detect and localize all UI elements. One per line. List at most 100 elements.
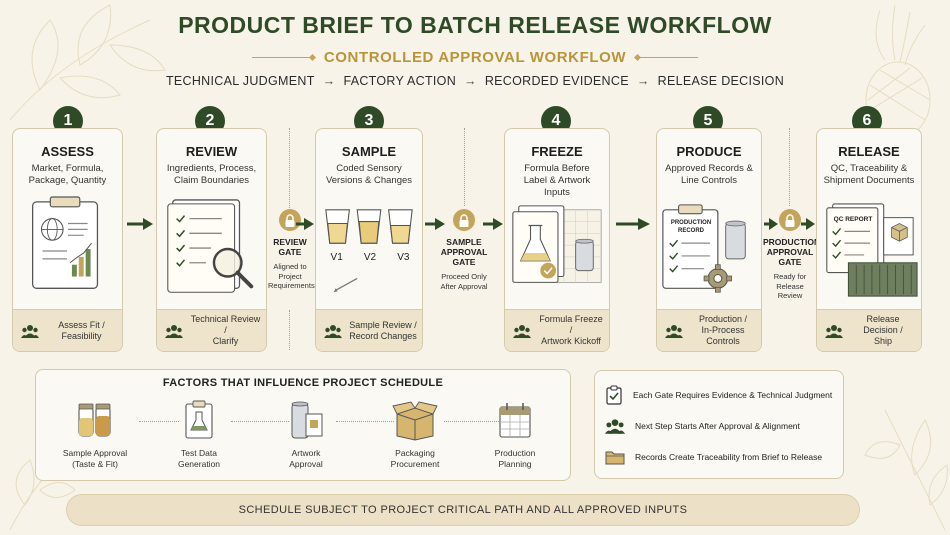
step-footer-text: Production / In-Process Controls	[689, 314, 761, 347]
factor-label-line: Production	[494, 448, 536, 458]
step-title: REVIEW	[185, 144, 238, 159]
factor-sample-approval: Sample Approval (Taste & Fit)	[50, 398, 140, 470]
production-record-icon	[662, 204, 746, 293]
gate-title-line: GATE	[778, 257, 802, 267]
step-footer-text: Sample Review / Record Changes	[348, 320, 422, 342]
step-footer-line: Clarify	[212, 336, 239, 346]
factor-label: Sample Approval (Taste & Fit)	[50, 448, 140, 470]
factor-production-planning: Production Planning	[470, 398, 560, 470]
step-card-assess: ASSESS Market, Formula, Package, Quantit…	[12, 128, 123, 352]
production-record-label: PRODUCTION RECORD	[663, 220, 719, 235]
factor-label: Artwork Approval	[261, 448, 351, 470]
step-description: Coded Sensory Versions & Changes	[316, 163, 422, 187]
flow-item-recorded-evidence: RECORDED EVIDENCE	[484, 74, 629, 88]
step-card-freeze: FREEZE Formula Before Label & Artwork In…	[504, 128, 610, 352]
factor-label: Packaging Procurement	[370, 448, 460, 470]
arrow-right-icon	[764, 218, 778, 230]
step-card-review: REVIEW Ingredients, Process, Claim Bound…	[156, 128, 267, 352]
gate-divider	[289, 310, 290, 350]
sample-version-label: V1	[330, 252, 343, 263]
step-footer-line: Technical Review /	[190, 314, 261, 335]
step-title: RELEASE	[838, 144, 900, 159]
step-footer: Assess Fit / Feasibility	[13, 309, 122, 351]
team-icon	[513, 324, 531, 338]
folder-icon	[605, 451, 625, 464]
step-description: Market, Formula, Package, Quantity	[13, 163, 122, 187]
step-description-line: Approved Records &	[665, 163, 753, 174]
gate-title: SAMPLE APPROVAL GATE	[436, 237, 492, 267]
step-title: PRODUCE	[676, 144, 742, 159]
step-title: ASSESS	[41, 144, 94, 159]
factor-label-line: Artwork	[291, 448, 321, 458]
factor-label-line: Packaging	[395, 448, 435, 458]
arrow-right-icon	[616, 218, 650, 230]
arrow-right-icon	[296, 218, 314, 230]
qc-report-container-icon	[826, 203, 918, 297]
arrow-right-icon	[127, 218, 153, 230]
step-card-produce: PRODUCE Approved Records & Line Controls…	[656, 128, 762, 352]
team-icon	[665, 324, 683, 338]
arrow-right-icon	[483, 218, 503, 230]
formula-flask-can-icon	[512, 205, 602, 283]
step-description-line: Shipment Documents	[823, 175, 915, 186]
factor-label-line: Generation	[177, 459, 221, 469]
review-gate: REVIEW GATE Aligned to Project Requireme…	[268, 209, 315, 291]
flow-sequence: TECHNICAL JUDGMENT → FACTORY ACTION → RE…	[0, 74, 950, 88]
gate-title-line: GATE	[278, 247, 302, 257]
gate-subtitle-line: Release	[776, 281, 804, 291]
gate-subtitle-line: Requirements	[268, 281, 315, 290]
gate-subtitle: Ready for Release Review	[763, 272, 817, 301]
factor-test-data: Test Data Generation	[154, 398, 244, 470]
step-description-line: Line Controls	[681, 175, 737, 186]
lock-icon	[279, 209, 301, 231]
legend-text: Next Step Starts After Approval & Alignm…	[635, 420, 800, 431]
legend-panel: Each Gate Requires Evidence & Technical …	[594, 370, 844, 479]
factor-packaging: Packaging Procurement	[370, 398, 460, 470]
factor-artwork: Artwork Approval	[261, 398, 351, 470]
step-card-release: RELEASE QC, Traceability & Shipment Docu…	[816, 128, 922, 352]
subtitle-row: CONTROLLED APPROVAL WORKFLOW	[0, 49, 950, 66]
calendar-icon	[499, 403, 531, 438]
step-description: Formula Before Label & Artwork Inputs	[505, 163, 609, 199]
leaf-decoration-left-icon	[9, 4, 166, 121]
gate-subtitle: Proceed Only After Approval	[436, 272, 492, 291]
step-description-line: Claim Boundaries	[174, 175, 249, 186]
step-footer: Technical Review / Clarify	[157, 309, 266, 351]
step-description: Approved Records & Line Controls	[657, 163, 761, 187]
subtitle-divider-left	[251, 57, 312, 58]
step-description-line: Coded Sensory	[336, 163, 402, 174]
team-icon	[605, 418, 625, 434]
flow-arrow-icon: →	[322, 74, 336, 88]
legend-item-traceability: Records Create Traceability from Brief t…	[605, 441, 833, 472]
step-card-sample: SAMPLE Coded Sensory Versions & Changes …	[315, 128, 423, 352]
gate-divider	[464, 128, 465, 206]
step-description-line: Formula Before	[524, 163, 590, 174]
gate-subtitle-line: Aligned to	[273, 262, 307, 271]
factor-label-line: Test Data	[181, 448, 217, 458]
production-record-line: RECORD	[677, 227, 704, 234]
sample-version-label: V2	[363, 252, 377, 263]
qc-report-label: QC REPORT	[833, 216, 873, 223]
lock-icon	[779, 209, 801, 231]
step-footer-text: Release Decision / Ship	[849, 314, 921, 347]
box-icon	[392, 401, 438, 441]
gate-title-line: REVIEW	[273, 237, 307, 247]
step-footer-line: Artwork Kickoff	[541, 336, 601, 346]
schedule-factors-panel: FACTORS THAT INFLUENCE PROJECT SCHEDULE …	[35, 369, 571, 481]
gate-subtitle-line: Ready for	[773, 272, 807, 281]
sample-approval-gate: SAMPLE APPROVAL GATE Proceed Only After …	[436, 209, 492, 291]
step-footer-line: Production /	[698, 314, 748, 324]
gate-subtitle-line: After Approval	[440, 281, 488, 291]
step-description: QC, Traceability & Shipment Documents	[817, 163, 921, 187]
clipboard-globe-chart-icon	[32, 196, 99, 289]
step-footer-line: Feasibility	[61, 330, 102, 341]
step-description-line: Package, Quantity	[28, 175, 107, 186]
step-footer-line: Ship	[873, 336, 892, 346]
sample-cups-icon	[325, 209, 413, 293]
flow-item-release-decision: RELEASE DECISION	[657, 74, 785, 88]
legend-text: Records Create Traceability from Brief t…	[635, 451, 823, 462]
legend-item-next-step: Next Step Starts After Approval & Alignm…	[605, 410, 833, 441]
gate-title-line: APPROVAL	[766, 247, 814, 257]
factor-label: Test Data Generation	[154, 448, 244, 470]
gate-title-line: SAMPLE	[446, 237, 482, 247]
